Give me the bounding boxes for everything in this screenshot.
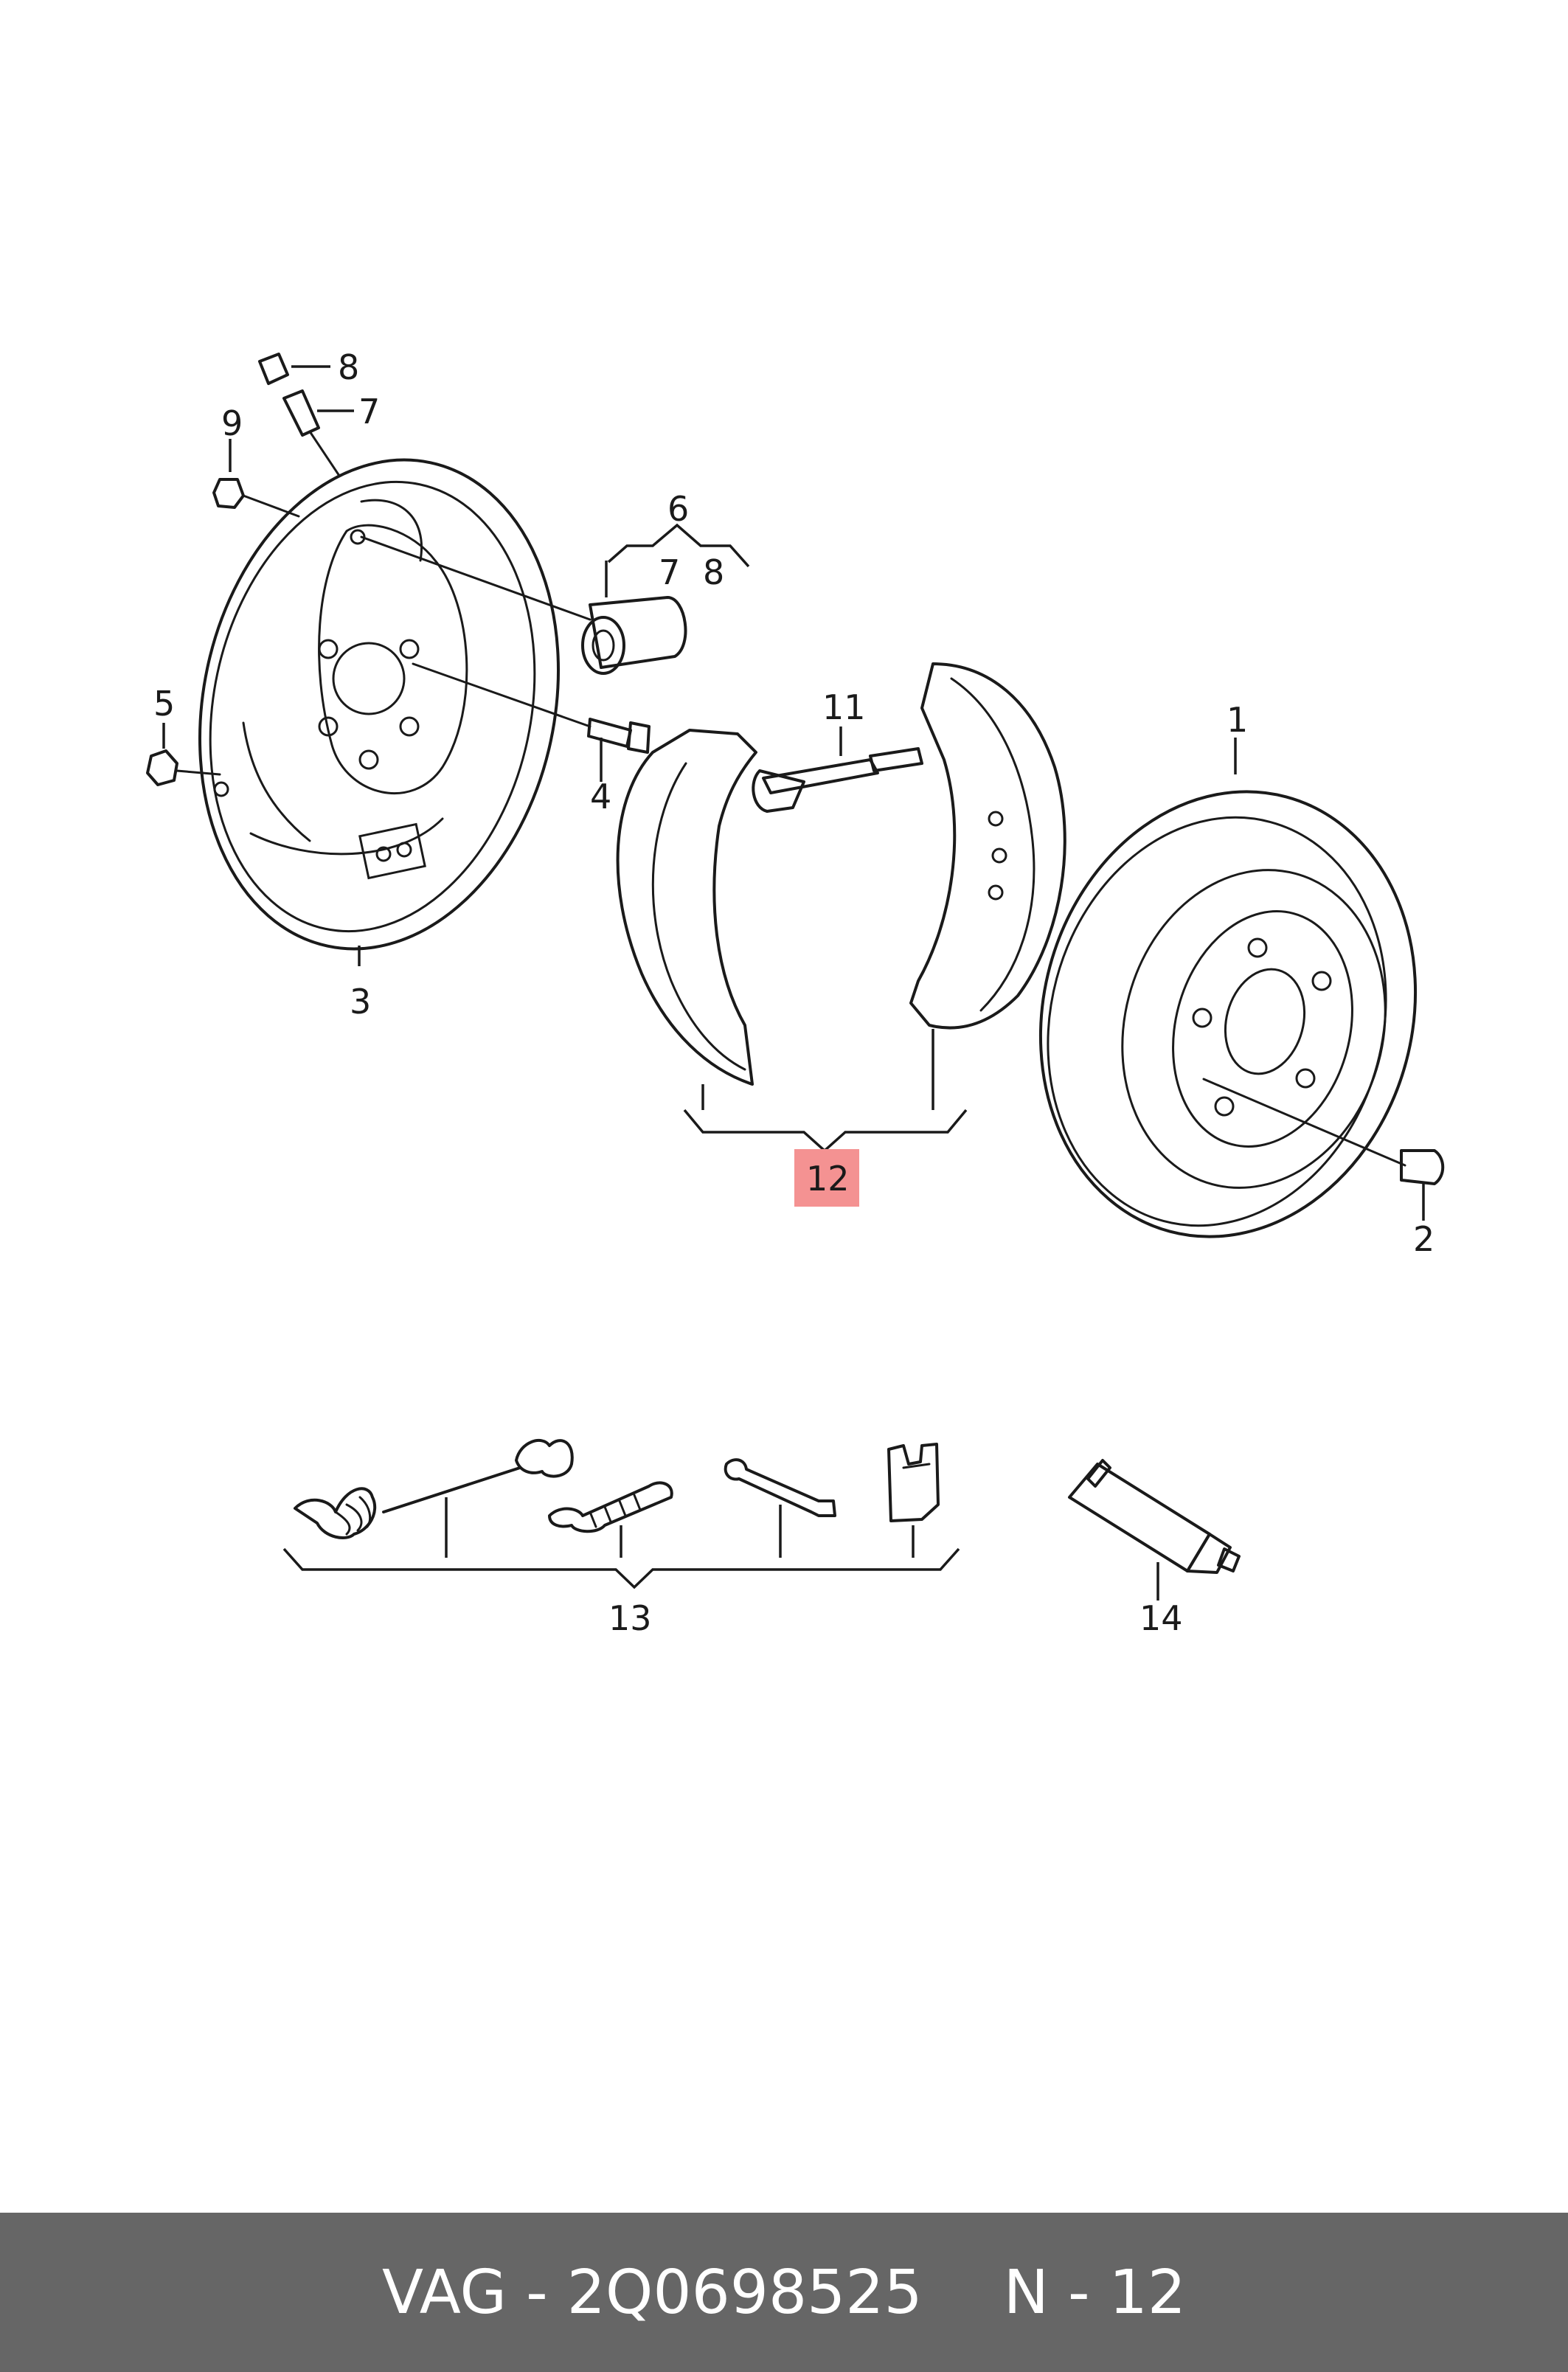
part-number-text: VAG - 2Q0698525 — [381, 2257, 923, 2328]
callout-11: 11 — [822, 687, 866, 727]
spring-clip — [887, 1443, 940, 1558]
bracket-12 — [683, 1109, 968, 1153]
callout-9: 9 — [221, 403, 243, 443]
bleeder-screw — [282, 389, 354, 477]
callout-1: 1 — [1227, 700, 1248, 740]
callout-6-sub-7: 7 — [659, 552, 680, 592]
callout-13: 13 — [608, 1598, 652, 1638]
callout-8: 8 — [338, 347, 359, 387]
wheel-cylinder — [360, 523, 750, 675]
drum-screw — [1400, 1149, 1445, 1221]
callout-3: 3 — [350, 982, 371, 1022]
callout-5: 5 — [153, 684, 175, 724]
callout-12: 12 — [806, 1159, 850, 1199]
plate-nut — [146, 723, 221, 786]
return-spring-short — [548, 1481, 673, 1558]
footer-bar: VAG - 2Q0698525 N - 12 — [0, 2213, 1568, 2372]
brake-drum — [1038, 738, 1418, 1238]
exploded-parts-diagram: 8 7 9 5 3 6 7 8 4 11 1 2 12 13 14 — [146, 347, 1445, 1638]
brake-shoe-left — [616, 729, 757, 1110]
callout-6: 6 — [667, 489, 689, 529]
return-spring-long — [294, 1438, 574, 1558]
grease-tube — [1068, 1459, 1241, 1601]
bleeder-cap — [258, 353, 330, 385]
brake-shoe-right — [909, 662, 1066, 1110]
callout-14: 14 — [1139, 1598, 1183, 1638]
callout-4: 4 — [590, 777, 611, 816]
callout-2: 2 — [1413, 1219, 1435, 1259]
callout-6-sub-8: 8 — [703, 552, 724, 592]
callout-12-highlight — [794, 1149, 859, 1207]
cylinder-bolt — [412, 662, 651, 782]
plate-bolt — [212, 439, 300, 518]
bracket-13 — [282, 1547, 960, 1589]
callout-7: 7 — [358, 392, 380, 431]
adjuster — [752, 726, 923, 813]
backing-plate — [198, 458, 560, 966]
reference-text: N - 12 — [1003, 2257, 1187, 2328]
retaining-pin — [724, 1458, 836, 1558]
